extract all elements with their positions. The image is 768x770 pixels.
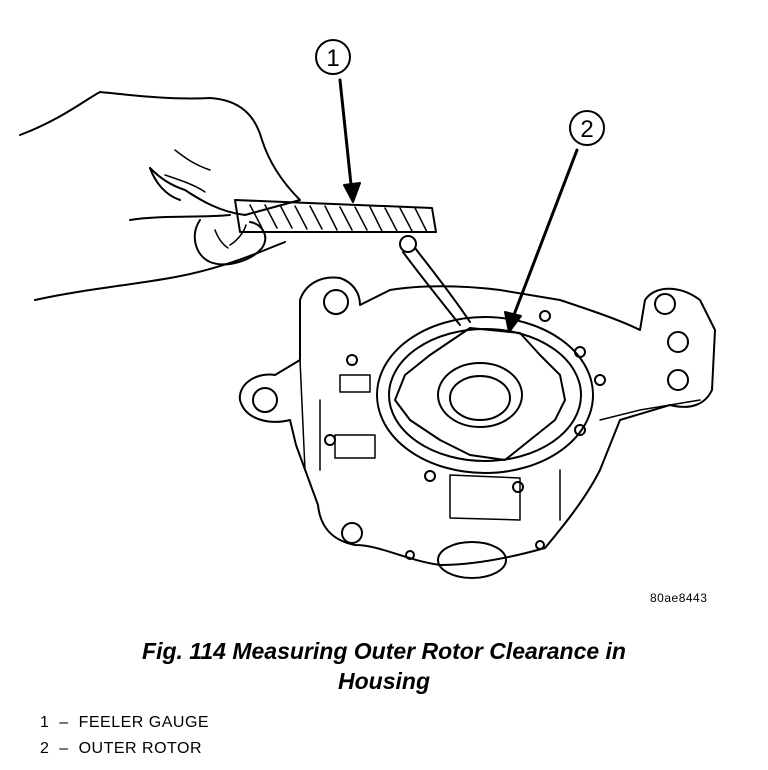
oil-pump-illustration: 1 2 bbox=[19, 39, 716, 579]
pump-housing-drawing bbox=[238, 276, 716, 579]
figure-reference-code: 80ae8443 bbox=[650, 591, 708, 605]
caption-line-1: Fig. 114 Measuring Outer Rotor Clearance… bbox=[142, 638, 626, 664]
legend-item: 2 – OUTER ROTOR bbox=[40, 736, 209, 762]
figure-caption: Fig. 114 Measuring Outer Rotor Clearance… bbox=[0, 636, 768, 696]
callout-1-label: 1 bbox=[326, 45, 339, 72]
legend-number: 1 bbox=[40, 714, 50, 731]
legend: 1 – FEELER GAUGE 2 – OUTER ROTOR bbox=[40, 710, 209, 762]
feeler-gauge-drawing bbox=[234, 199, 471, 326]
callout-1: 1 bbox=[315, 39, 361, 203]
legend-dash: – bbox=[59, 714, 69, 731]
legend-number: 2 bbox=[40, 740, 50, 757]
callout-2: 2 bbox=[504, 110, 605, 333]
caption-line-2: Housing bbox=[338, 668, 430, 694]
callout-2-label: 2 bbox=[580, 116, 593, 143]
legend-label: FEELER GAUGE bbox=[78, 714, 210, 731]
legend-item: 1 – FEELER GAUGE bbox=[40, 710, 209, 736]
legend-dash: – bbox=[59, 740, 69, 757]
hand-drawing bbox=[19, 91, 301, 301]
legend-label: OUTER ROTOR bbox=[78, 740, 203, 757]
